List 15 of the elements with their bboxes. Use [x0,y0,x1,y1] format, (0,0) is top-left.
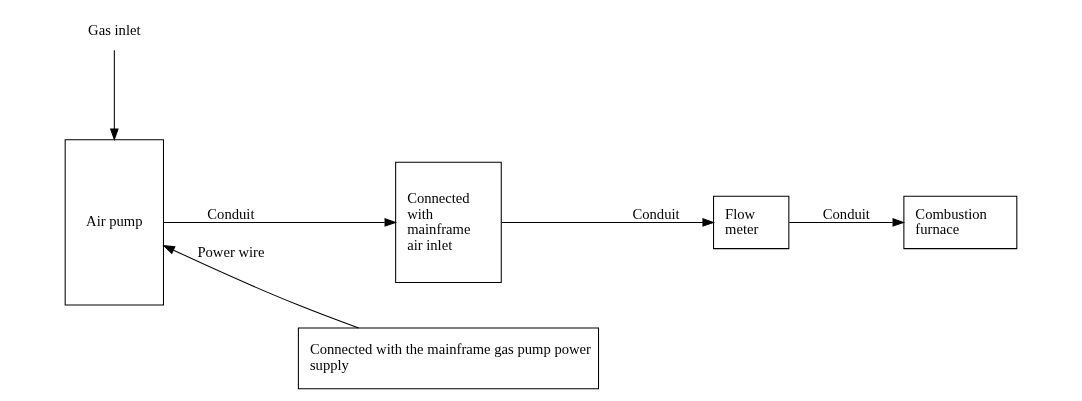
node-text: Gas inlet [88,21,141,38]
arrow [163,218,398,227]
edge-label: Conduit [632,205,680,222]
node-box: Connected with the mainframe gas pump power supply [297,327,600,390]
arrow [162,244,360,329]
node-box: Air pump [64,139,164,306]
edge-label: Power wire [197,244,265,261]
node-box: Flow meter [713,195,790,250]
node-box: Connected with mainframe air inlet [395,161,502,284]
arrow [501,218,715,227]
arrow [788,218,906,227]
arrow [109,49,119,142]
edge-label: Conduit [207,205,255,222]
edge-label: Conduit [822,205,870,222]
node-box: Combustion furnace [903,195,1018,250]
